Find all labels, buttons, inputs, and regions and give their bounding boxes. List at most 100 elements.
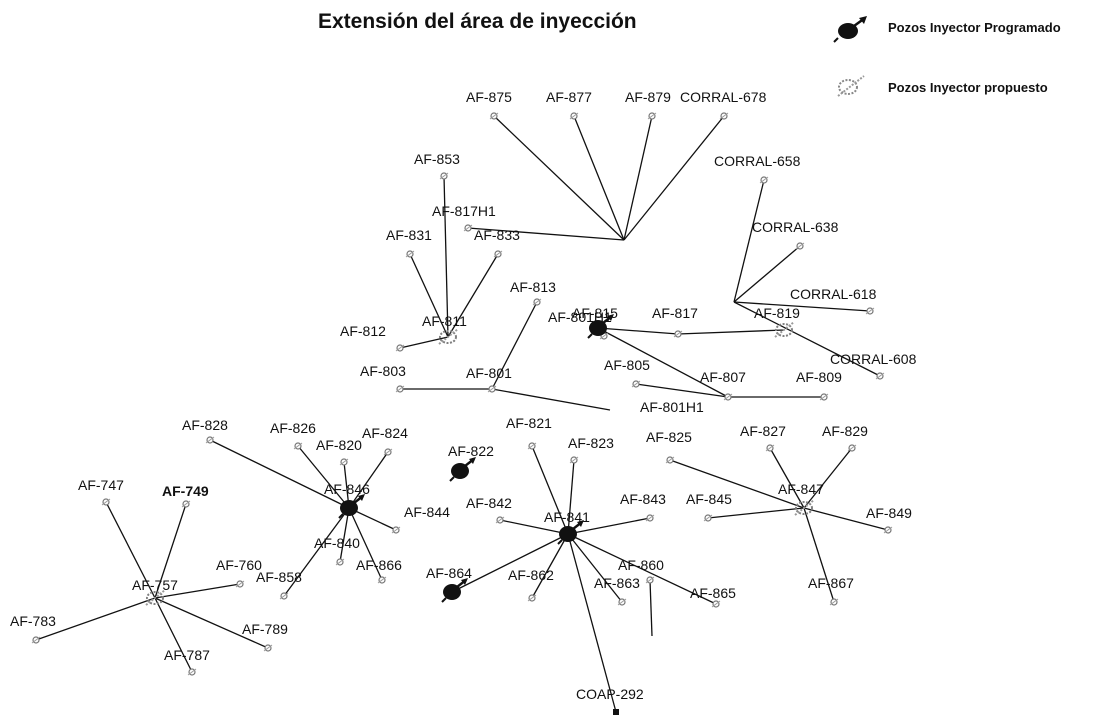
connection-line [733,179,765,303]
programado-well-icon [833,16,867,43]
well-corral-678 [719,112,729,120]
well-af-862 [527,594,537,602]
well-label: AF-840 [314,535,360,551]
connection-line [105,501,156,599]
connection-line [769,447,805,509]
well-af-846 [338,494,365,519]
connection-line [623,115,725,241]
connection-line [493,115,625,241]
well-af-842 [495,516,505,524]
connection-line [567,459,575,535]
connection-line [348,451,389,509]
well-af-833 [493,250,503,258]
well-label: AF-866 [356,557,402,573]
connection-lines [35,115,889,713]
well-af-866 [377,576,387,584]
diagram-title: Extensión del área de inyección [318,10,637,33]
well-af-845 [703,514,713,522]
connection-line [733,301,871,312]
well-label: AF-849 [866,505,912,521]
well-label: COAP-292 [576,686,644,702]
connection-line [491,301,538,390]
legend-label: Pozos Inyector propuesto [888,80,1048,95]
well-label: AF-875 [466,89,512,105]
well-af-821 [527,442,537,450]
connection-line [597,327,729,398]
well-af-825 [665,456,675,464]
legend-label: Pozos Inyector Programado [888,20,1061,35]
well-label: AF-821 [506,415,552,431]
well-label: AF-757 [132,577,178,593]
connection-line [409,253,449,338]
connection-line [154,597,269,649]
connection-line [669,459,805,509]
well-af-787 [187,668,197,676]
well-label: AF-819 [754,305,800,321]
connection-line [467,227,625,241]
connection-line [154,583,241,599]
well-label: AF-847 [778,481,824,497]
well-af-819 [774,321,795,338]
well-af-801h1 [587,314,614,339]
connection-line [154,503,187,599]
well-af-813 [532,298,542,306]
well-label: AF-760 [216,557,262,573]
well-label: AF-824 [362,425,408,441]
well-af-863 [617,598,627,606]
well-af-803 [395,385,405,393]
connection-line [635,383,729,398]
well-label: AF-846 [324,481,370,497]
well-af-875 [489,112,499,120]
connection-line [597,327,679,335]
well-af-867 [829,598,839,606]
well-af-812 [395,344,405,352]
well-label: AF-845 [686,491,732,507]
well-af-823 [569,456,579,464]
connection-line [499,519,569,535]
well-af-789 [263,644,273,652]
connection-line [491,388,611,411]
connection-line [154,597,193,673]
well-label: AF-817 [652,305,698,321]
well-label: AF-801 [466,365,512,381]
connection-line [283,507,350,597]
well-label: AF-807 [700,369,746,385]
well-corral-618 [865,307,875,315]
well-label: AF-825 [646,429,692,445]
well-af-858 [279,592,289,600]
well-af-805 [631,380,641,388]
well-label: AF-829 [822,423,868,439]
well-af-783 [31,636,41,644]
well-af-817 [673,330,683,338]
connection-line [447,253,499,338]
well-af-865 [711,600,721,608]
well-label: AF-747 [78,477,124,493]
well-label: AF-858 [256,569,302,585]
well-corral-608 [875,372,885,380]
well-coap-292 [613,709,619,715]
connection-line [567,533,717,605]
well-label: AF-863 [594,575,640,591]
connection-line [531,445,569,535]
connection-line [733,301,881,377]
well-label: AF-843 [620,491,666,507]
connection-line [567,517,651,535]
well-af-760 [235,580,245,588]
well-label: CORRAL-638 [752,219,839,235]
well-label: AF-813 [510,279,556,295]
connection-line [567,533,623,603]
well-label: AF-827 [740,423,786,439]
well-af-811 [438,328,459,345]
connection-line [443,175,449,338]
well-af-828 [205,436,215,444]
well-label: AF-783 [10,613,56,629]
well-label: AF-811 [422,313,467,329]
connection-line [677,329,785,335]
well-label: AF-809 [796,369,842,385]
connection-line [649,579,653,637]
connection-line [209,439,350,509]
well-label: AF-822 [448,443,494,459]
well-af-843 [645,514,655,522]
